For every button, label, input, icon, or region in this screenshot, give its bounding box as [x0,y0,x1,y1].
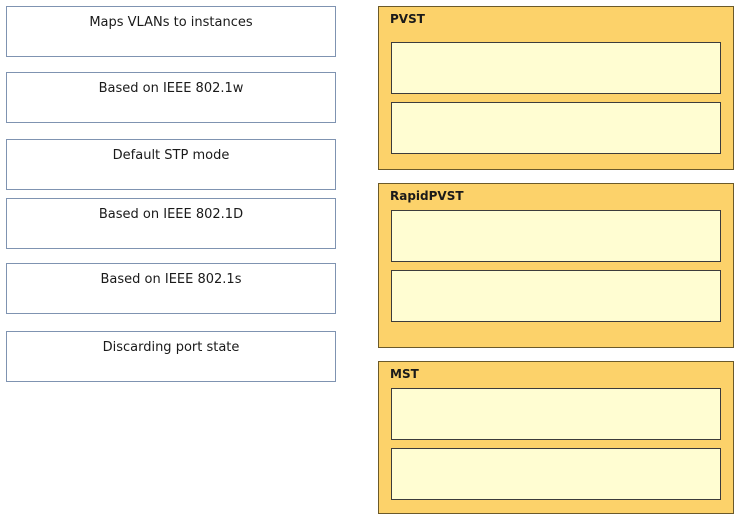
drop-slot-mst-2[interactable] [391,448,721,500]
drag-item-label: Discarding port state [102,340,240,355]
drag-item-label: Default STP mode [112,148,230,163]
target-group-pvst: PVST [378,6,734,170]
group-title: MST [390,367,419,381]
drag-item-based-on-ieee-802-1w[interactable]: Based on IEEE 802.1w [6,72,336,123]
drop-slot-rapidpvst-2[interactable] [391,270,721,322]
drag-item-label: Maps VLANs to instances [89,15,253,30]
drop-slot-mst-1[interactable] [391,388,721,440]
drag-item-default-stp-mode[interactable]: Default STP mode [6,139,336,190]
drag-item-discarding-port-state[interactable]: Discarding port state [6,331,336,382]
target-group-mst: MST [378,361,734,514]
drag-item-based-on-ieee-802-1s[interactable]: Based on IEEE 802.1s [6,263,336,314]
group-title: RapidPVST [390,189,464,203]
drag-item-label: Based on IEEE 802.1s [100,272,242,287]
drag-item-label: Based on IEEE 802.1w [98,81,244,96]
group-title: PVST [390,12,425,26]
drag-item-maps-vlans-to-instances[interactable]: Maps VLANs to instances [6,6,336,57]
drop-slot-pvst-1[interactable] [391,42,721,94]
target-group-rapidpvst: RapidPVST [378,183,734,348]
drop-slot-pvst-2[interactable] [391,102,721,154]
drop-slot-rapidpvst-1[interactable] [391,210,721,262]
drag-item-based-on-ieee-802-1d[interactable]: Based on IEEE 802.1D [6,198,336,249]
drag-item-label: Based on IEEE 802.1D [98,207,244,222]
